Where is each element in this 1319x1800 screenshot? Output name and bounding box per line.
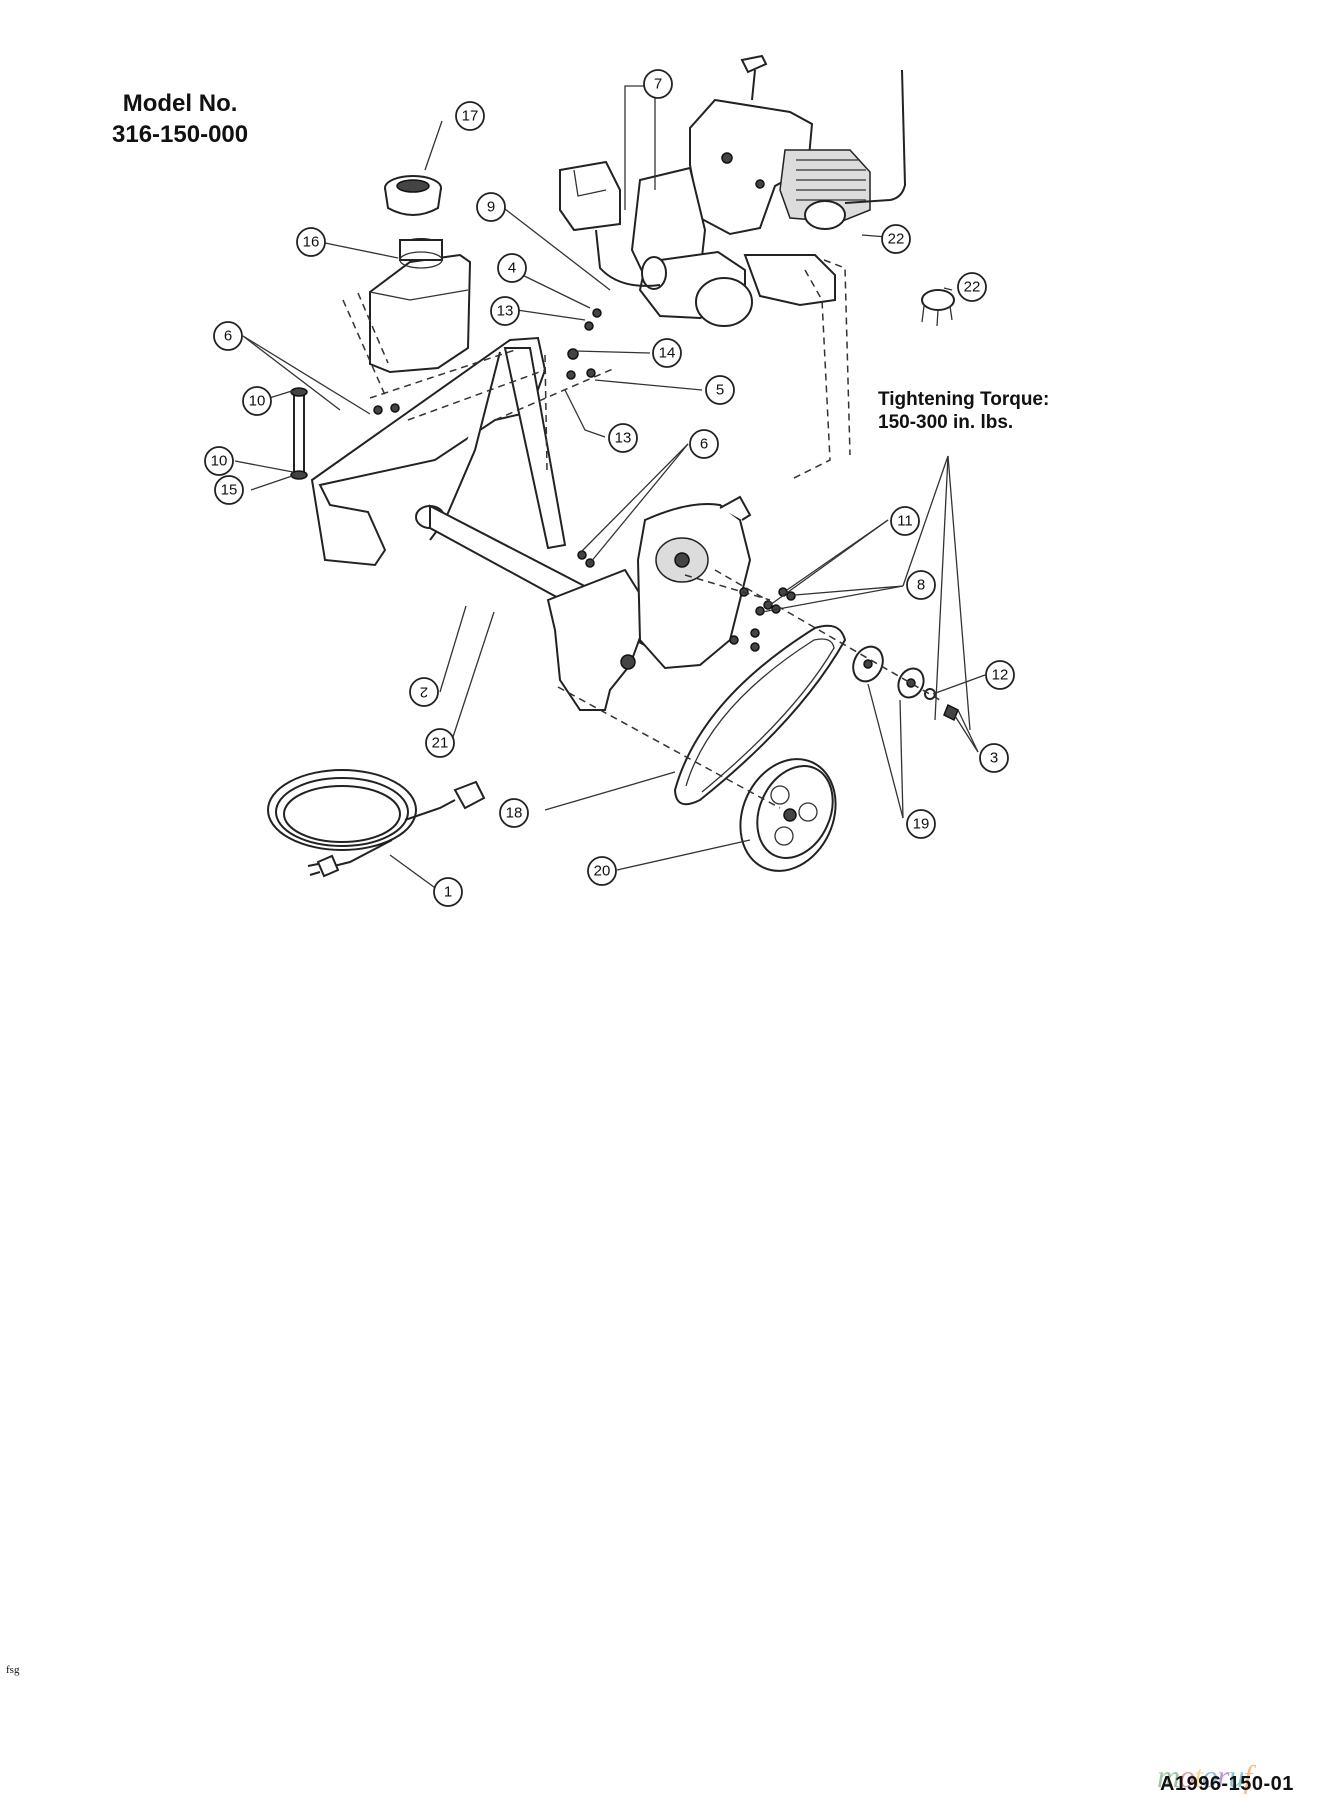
- svg-text:16: 16: [303, 234, 320, 251]
- svg-text:11: 11: [897, 513, 913, 530]
- callout-18: 18: [499, 798, 529, 828]
- svg-text:13: 13: [615, 430, 632, 447]
- svg-text:10: 10: [211, 453, 228, 470]
- drawing-code: A1996-150-01: [1160, 1773, 1294, 1795]
- callout-8: 8: [906, 570, 936, 600]
- svg-text:22: 22: [888, 231, 905, 248]
- callout-7: 7: [643, 69, 673, 99]
- svg-text:8: 8: [917, 577, 925, 594]
- svg-text:1: 1: [444, 884, 452, 901]
- callout-13a: 13: [490, 296, 520, 326]
- callout-17: 17: [455, 101, 485, 131]
- callout-5: 5: [705, 375, 735, 405]
- starter-button: [921, 289, 955, 327]
- frame-assembly: [310, 336, 652, 711]
- svg-text:17: 17: [462, 108, 479, 125]
- svg-text:6: 6: [224, 328, 232, 345]
- svg-text:14: 14: [659, 345, 676, 362]
- callout-4: 4: [497, 253, 527, 283]
- fuel-tank: [369, 238, 472, 374]
- callout-15: 15: [214, 475, 244, 505]
- callout-3: 3: [979, 743, 1009, 773]
- callout-1: 1: [433, 877, 463, 907]
- motoruf-watermark: motoruf: [1157, 1758, 1252, 1794]
- support-rod: [290, 387, 308, 480]
- svg-text:22: 22: [964, 279, 981, 296]
- spacer-washers: [852, 645, 959, 722]
- drive-pulley: [739, 758, 837, 872]
- fsg-mark: fsg: [6, 1664, 20, 1676]
- callout-13b: 13: [608, 423, 638, 453]
- torque-note: Tightening Torque: 150-300 in. lbs.: [878, 388, 1049, 434]
- callout-22a: 22: [881, 224, 911, 254]
- svg-text:21: 21: [432, 735, 449, 752]
- ignition-switch: [559, 160, 621, 232]
- svg-text:7: 7: [654, 76, 662, 93]
- svg-text:19: 19: [913, 816, 930, 833]
- model-label-line2: 316-150-000: [112, 121, 249, 148]
- svg-text:2: 2: [420, 684, 428, 701]
- fuel-cap: [384, 175, 442, 216]
- leader-lines: [234, 85, 986, 891]
- extension-cord: [267, 769, 486, 878]
- svg-text:20: 20: [594, 863, 611, 880]
- callout-19: 19: [906, 809, 936, 839]
- svg-text:4: 4: [508, 260, 516, 277]
- bolt-hardware: [373, 308, 796, 652]
- callout-9: 9: [476, 192, 506, 222]
- svg-text:5: 5: [716, 382, 724, 399]
- svg-text:10: 10: [249, 393, 266, 410]
- drive-belt: [673, 624, 847, 806]
- callout-22b: 22: [957, 272, 987, 302]
- model-number-label: Model No. 316-150-000: [112, 88, 248, 150]
- assembly-guide-lines: [342, 259, 941, 809]
- callout-12: 12: [985, 660, 1015, 690]
- callout-20: 20: [587, 856, 617, 886]
- svg-text:9: 9: [487, 199, 495, 216]
- svg-text:13: 13: [497, 303, 514, 320]
- callout-6b: 6: [689, 429, 719, 459]
- torque-note-line2: 150-300 in. lbs.: [878, 412, 1014, 433]
- callout-6a: 6: [213, 321, 243, 351]
- callout-2: 2: [409, 677, 439, 707]
- callout-16: 16: [296, 227, 326, 257]
- callout-14: 14: [652, 338, 682, 368]
- svg-text:18: 18: [506, 805, 523, 822]
- callout-10b: 10: [204, 446, 234, 476]
- callout-21: 21: [425, 728, 455, 758]
- callout-10a: 10: [242, 386, 272, 416]
- svg-text:15: 15: [221, 482, 238, 499]
- model-label-line1: Model No.: [122, 90, 238, 117]
- engine-assembly: [630, 54, 907, 327]
- svg-text:3: 3: [990, 750, 998, 767]
- svg-text:6: 6: [700, 436, 708, 453]
- callout-11: 11: [890, 506, 920, 536]
- drive-housing: [636, 495, 752, 670]
- torque-note-line1: Tightening Torque:: [878, 389, 1050, 410]
- wiring-harness: [595, 229, 661, 287]
- svg-text:12: 12: [992, 667, 1009, 684]
